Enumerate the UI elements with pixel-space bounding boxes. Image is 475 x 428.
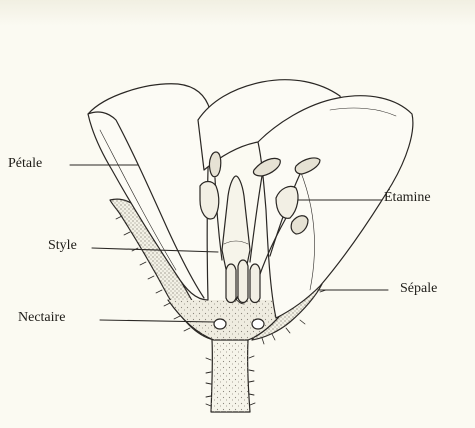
- label-nectaire: Nectaire: [18, 310, 65, 326]
- label-sepale: Sépale: [400, 281, 437, 297]
- left-petal: [88, 84, 210, 300]
- stem: [206, 340, 255, 412]
- label-style: Style: [48, 238, 77, 254]
- label-etamine: Étamine: [384, 190, 431, 206]
- label-petale: Pétale: [8, 156, 42, 172]
